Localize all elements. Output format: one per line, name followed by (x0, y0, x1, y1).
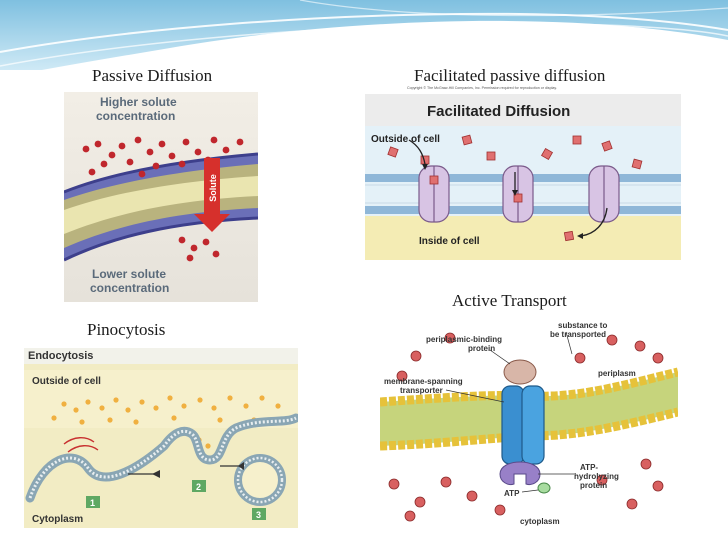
binding-protein-label-1: periplasmic-binding (426, 335, 502, 344)
active-transport-caption: Active Transport (452, 291, 567, 310)
higher-solute-label-2: concentration (96, 109, 175, 123)
step-2-badge: 2 (196, 482, 201, 492)
atp-protein-label-3: protein (580, 481, 607, 490)
facilitated-diffusion-caption: Facilitated passive diffusion (414, 66, 606, 85)
atp-protein-label-1: ATP- (580, 463, 598, 472)
facilitated-diffusion-figure: Copyright © The McGraw-Hill Companies, I… (357, 84, 683, 266)
outside-of-cell-label: Outside of cell (32, 376, 101, 387)
binding-protein-label-2: protein (468, 344, 495, 353)
transporter-label-1: membrane-spanning (384, 377, 463, 386)
pinocytosis-caption: Pinocytosis (87, 320, 166, 339)
inside-of-cell-label: Inside of cell (419, 236, 480, 247)
cytoplasm-label: cytoplasm (520, 517, 560, 526)
higher-solute-label-1: Higher solute (100, 95, 177, 109)
periplasm-label: periplasm (598, 369, 636, 378)
step-1-badge: 1 (90, 498, 95, 508)
atp-protein-label-2: hydrolyzing (574, 472, 619, 481)
substance-label-2: be transported (550, 330, 606, 339)
step-3-badge: 3 (256, 510, 261, 520)
substance-label-1: substance to (558, 321, 607, 330)
passive-diffusion-caption: Passive Diffusion (92, 66, 213, 85)
transporter-label-2: transporter (400, 386, 443, 395)
outside-of-cell-label: Outside of cell (371, 134, 440, 145)
passive-diffusion-figure: Solute Higher solute concentration Lower… (64, 92, 258, 302)
solute-arrow-label: Solute (208, 174, 218, 202)
facilitated-title: Facilitated Diffusion (427, 103, 570, 120)
active-transport-figure: substance to be transported periplasmic-… (380, 316, 678, 530)
atp-label: ATP (504, 489, 520, 498)
cytoplasm-label: Cytoplasm (32, 514, 83, 525)
endocytosis-title: Endocytosis (28, 350, 93, 362)
lower-solute-label-2: concentration (90, 281, 169, 295)
copyright-text: Copyright © The McGraw-Hill Companies, I… (407, 86, 557, 90)
pinocytosis-figure: Endocytosis Outside of cell (24, 348, 298, 528)
lower-solute-label-1: Lower solute (92, 267, 166, 281)
header-swoosh (0, 0, 728, 70)
